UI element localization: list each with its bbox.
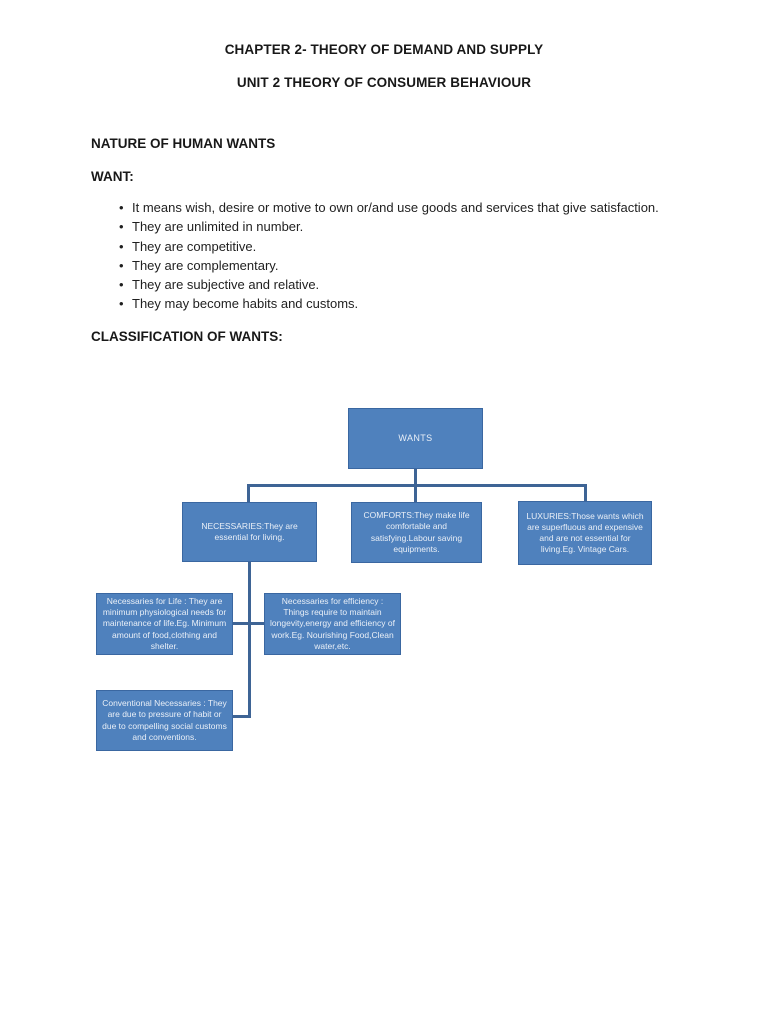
chapter-title: CHAPTER 2- THEORY OF DEMAND AND SUPPLY [224,42,544,57]
bullet-text: It means wish, desire or motive to own o… [132,200,659,215]
connector-horizontal-rail [247,484,587,487]
bullet-item: • They may become habits and customs. [119,294,751,313]
section-heading-classification-of-wants: CLASSIFICATION OF WANTS: [91,329,283,344]
unit-title: UNIT 2 THEORY OF CONSUMER BEHAVIOUR [236,75,532,90]
bullet-text: They are complementary. [132,257,279,273]
node-label: LUXURIES:Those wants which are superfluo… [526,510,644,555]
node-label: NECESSARIES:They are essential for livin… [201,520,298,542]
bullet-item: • They are subjective and relative. [119,275,751,294]
node-label: Conventional Necessaries : They are due … [102,698,227,742]
bullet-item: • It means wish, desire or motive to own… [119,198,751,217]
bullet-text: They are competitive. [132,238,257,254]
bullet-item: • They are complementary. [119,256,751,275]
node-label: COMFORTS:They make life comfortable and … [363,510,470,554]
flowchart-node-luxuries: LUXURIES:Those wants which are superfluo… [518,501,652,565]
bullet-item: • They are unlimited in number. [119,217,751,236]
connector-stub-conventional [233,715,251,718]
bullet-marker: • [119,238,124,254]
bullet-marker: • [119,257,124,273]
node-label: WANTS [398,432,433,443]
flowchart-node-conventional-necessaries: Conventional Necessaries : They are due … [96,690,233,751]
section-heading-nature-of-human-wants: NATURE OF HUMAN WANTS [91,136,276,151]
flowchart-node-necessaries-for-life: Necessaries for Life : They are minimum … [96,593,233,655]
subheading-want: WANT: [91,169,134,184]
want-bullet-list: • It means wish, desire or motive to own… [119,198,751,314]
connector-drop-necessaries [247,484,250,502]
bullet-marker: • [119,219,124,235]
bullet-marker: • [119,296,124,312]
bullet-text: They may become habits and customs. [132,296,359,312]
bullet-marker: • [119,277,124,293]
flowchart-node-necessaries-for-efficiency: Necessaries for efficiency : Things requ… [264,593,401,655]
connector-necessaries-down [248,562,251,718]
connector-stub-life-efficiency [233,622,264,625]
bullet-marker: • [119,200,124,215]
connector-drop-comforts [414,484,417,502]
connector-drop-luxuries [584,484,587,501]
node-label: Necessaries for Life : They are minimum … [102,595,227,651]
connector-wants-down [414,468,417,485]
bullet-text: They are unlimited in number. [132,219,304,235]
flowchart-node-comforts: COMFORTS:They make life comfortable and … [351,502,482,563]
node-label: Necessaries for efficiency : Things requ… [270,595,395,651]
flowchart-node-wants: WANTS [348,408,483,469]
bullet-item: • They are competitive. [119,237,751,256]
flowchart-node-necessaries: NECESSARIES:They are essential for livin… [182,502,317,562]
bullet-text: They are subjective and relative. [132,277,320,293]
